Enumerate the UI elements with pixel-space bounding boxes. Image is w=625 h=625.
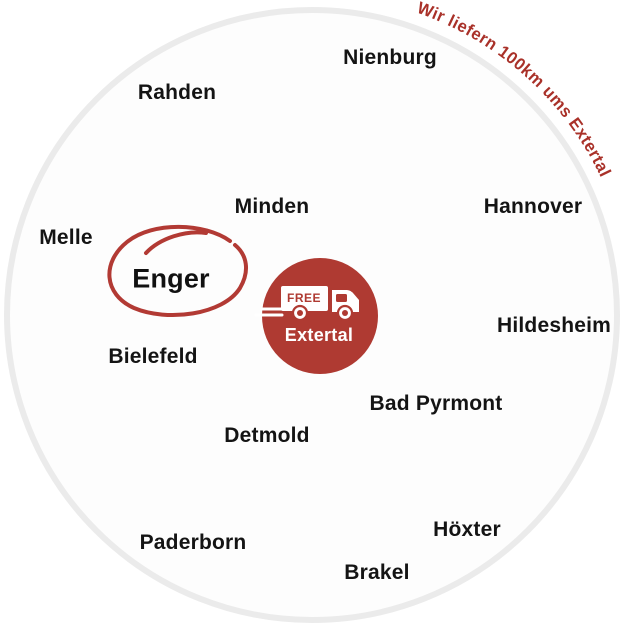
enger-highlight-scribble	[107, 224, 248, 318]
city-label-rahden: Rahden	[137, 81, 217, 104]
truck-wheel-hub	[297, 310, 303, 316]
city-label-hildesheim: Hildesheim	[496, 314, 612, 337]
scribble-loop	[107, 224, 248, 318]
city-label-paderborn: Paderborn	[139, 531, 247, 554]
truck-window	[336, 294, 347, 302]
city-label-hannover: Hannover	[483, 195, 583, 218]
city-label-bad-pyrmont: Bad Pyrmont	[369, 392, 503, 415]
badge-place-label: Extertal	[285, 325, 353, 345]
city-label-detmold: Detmold	[224, 424, 310, 447]
city-label-bielefeld: Bielefeld	[108, 345, 198, 368]
delivery-truck-icon: FREE	[254, 286, 359, 322]
city-label-hoexter: Höxter	[433, 518, 501, 541]
truck-wheel-hub	[342, 310, 348, 316]
truck-cargo-box	[281, 286, 328, 311]
city-label-minden: Minden	[234, 195, 310, 218]
extertal-badge: FREE Extertal	[254, 258, 378, 374]
city-label-nienburg: Nienburg	[343, 46, 437, 69]
scribble-swash	[144, 230, 208, 255]
city-label-brakel: Brakel	[344, 561, 410, 584]
free-label: FREE	[287, 291, 321, 305]
city-label-melle: Melle	[39, 226, 93, 249]
city-label-enger: Enger	[132, 263, 210, 294]
